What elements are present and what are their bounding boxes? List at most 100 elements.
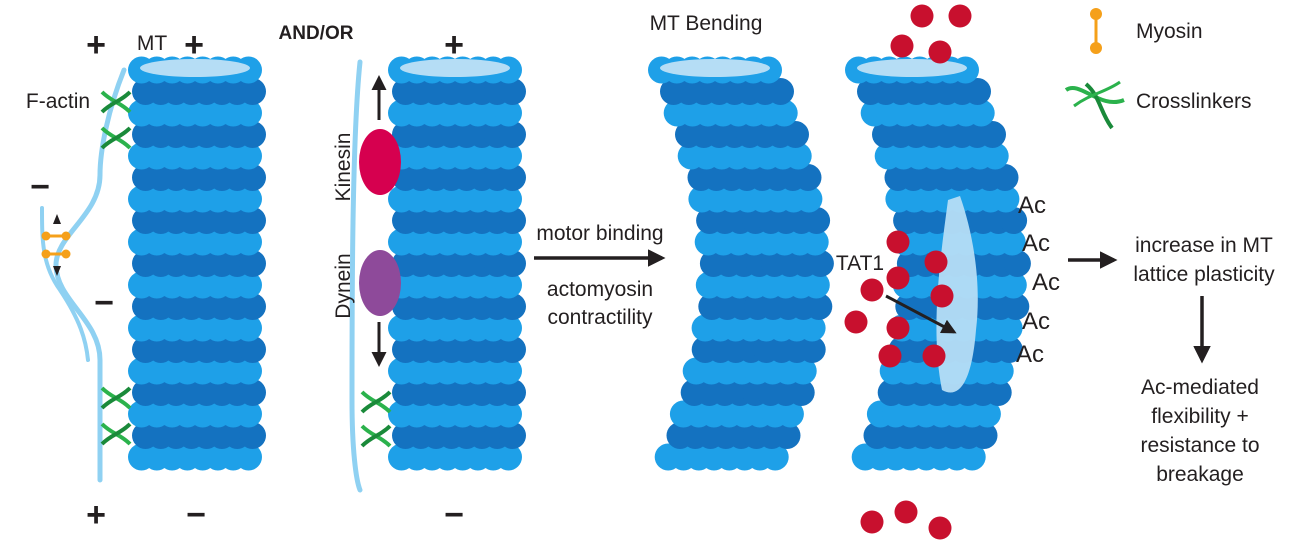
plasticity-label-line2: lattice plasticity — [1133, 263, 1275, 286]
tat1-enzymes — [844, 4, 972, 540]
tubulin-dimer — [495, 271, 522, 299]
tubulin-dimer — [967, 99, 995, 127]
tat1-enzyme — [928, 516, 952, 540]
tubulin-dimer — [239, 379, 266, 406]
tubulin-dimer — [499, 207, 526, 234]
microtubule-lumen — [140, 59, 250, 77]
tubulin-dimer — [995, 314, 1023, 342]
tubulin-dimer — [1000, 207, 1028, 234]
tat1-enzyme — [860, 510, 884, 534]
tubulin-dimer — [1003, 250, 1031, 277]
tubulin-dimer — [805, 293, 833, 320]
crosslinker — [100, 422, 132, 446]
tat1-label: TAT1 — [836, 252, 884, 275]
microtubule-straight-motor — [388, 56, 526, 471]
tubulin-dimer — [979, 121, 1006, 148]
tubulin-dimer — [235, 271, 262, 299]
myosin-legend-icon — [1090, 8, 1102, 54]
microtubule-lumen — [660, 59, 770, 77]
tubulin-dimer — [235, 314, 262, 342]
plus-end-mt1: + — [184, 26, 204, 64]
tubulin-dimer — [499, 164, 526, 191]
tubulin-dimer — [1002, 293, 1030, 320]
minus-end-mt1: − — [186, 496, 206, 534]
ac-mark-1: Ac — [1018, 192, 1046, 219]
crosslinker — [100, 90, 132, 114]
tat1-enzyme — [886, 316, 910, 340]
tubulin-dimer — [495, 142, 522, 170]
microtubule-lumen — [400, 59, 510, 77]
tubulin-dimer — [970, 422, 998, 449]
ac-mark-2: Ac — [1022, 230, 1050, 257]
tubulin-dimer — [803, 207, 831, 234]
tubulin-dimer — [495, 443, 522, 471]
legend-myosin-label: Myosin — [1136, 20, 1203, 43]
tubulin-dimer — [986, 357, 1014, 385]
tubulin-dimer — [767, 78, 794, 105]
tubulin-dimer — [981, 142, 1009, 170]
tat1-enzyme — [948, 4, 972, 28]
kinesin-label: Kinesin — [332, 133, 355, 202]
tubulin-dimer — [964, 78, 991, 105]
tubulin-dimer — [495, 357, 522, 385]
tubulin-dimer — [235, 142, 262, 170]
microtubule-bent-acetylated — [845, 56, 1031, 471]
tat1-entry-arrow — [885, 294, 957, 334]
myosin-motor — [41, 214, 71, 276]
tat1-enzyme — [894, 500, 918, 524]
tubulin-dimer — [995, 336, 1023, 363]
tubulin-dimer — [761, 443, 789, 471]
tubulin-dimer — [499, 121, 526, 148]
minus-end-actin-long: − — [94, 284, 114, 322]
tubulin-dimer — [235, 228, 262, 256]
actomyosin-label-line2: contractility — [547, 306, 653, 329]
motor-binding-label: motor binding — [536, 222, 663, 245]
f-actin-label: F-actin — [26, 90, 90, 113]
tat1-enzyme — [878, 344, 902, 368]
tat1-enzyme — [886, 266, 910, 290]
f-actin-filament-short — [40, 206, 90, 362]
and-or-label: AND/OR — [279, 23, 354, 44]
tubulin-dimer — [495, 314, 522, 342]
f-actin-filament-long — [53, 67, 127, 483]
microtubule-lumen — [857, 59, 967, 77]
outcome-label-line4: breakage — [1156, 463, 1244, 486]
mt-bending-label: MT Bending — [650, 12, 763, 35]
microtubule-bent — [648, 56, 834, 471]
actomyosin-label-line1: actomyosin — [547, 278, 653, 301]
tubulin-dimer — [239, 336, 266, 363]
tat1-enzyme — [910, 4, 934, 28]
ac-mark-3: Ac — [1032, 269, 1060, 296]
outcome-label-line3: resistance to — [1140, 434, 1259, 457]
plus-end-mt2: + — [444, 26, 464, 64]
crosslinker — [100, 386, 132, 410]
tubulin-dimer — [798, 336, 826, 363]
tat1-enzyme — [928, 40, 952, 64]
tubulin-dimer — [801, 228, 829, 256]
tubulin-dimer — [239, 250, 266, 277]
tubulin-dimer — [495, 99, 522, 127]
tubulin-dimer — [239, 293, 266, 320]
tubulin-dimer — [984, 379, 1012, 406]
tubulin-dimer — [499, 379, 526, 406]
plasticity-label-line1: increase in MT — [1135, 234, 1273, 257]
microtubule-straight-left — [128, 56, 266, 471]
tubulin-dimer — [770, 99, 798, 127]
plus-end-actin: + — [86, 26, 106, 64]
tubulin-dimer — [782, 121, 809, 148]
crosslinker — [360, 390, 392, 414]
tat1-enzyme — [922, 344, 946, 368]
tubulin-dimer — [235, 400, 262, 428]
tubulin-dimer — [973, 400, 1001, 428]
tubulin-dimer — [495, 185, 522, 213]
tubulin-dimer — [239, 207, 266, 234]
tubulin-dimer — [239, 164, 266, 191]
tubulin-dimer — [239, 121, 266, 148]
tat1-enzyme — [844, 310, 868, 334]
kinesin-motor — [359, 129, 401, 195]
tubulin-dimer — [495, 228, 522, 256]
tubulin-dimer — [787, 379, 815, 406]
tubulin-dimer — [999, 271, 1027, 299]
minus-end-actin-short: − — [30, 168, 50, 206]
legend-crosslinkers-label: Crosslinkers — [1136, 90, 1252, 113]
